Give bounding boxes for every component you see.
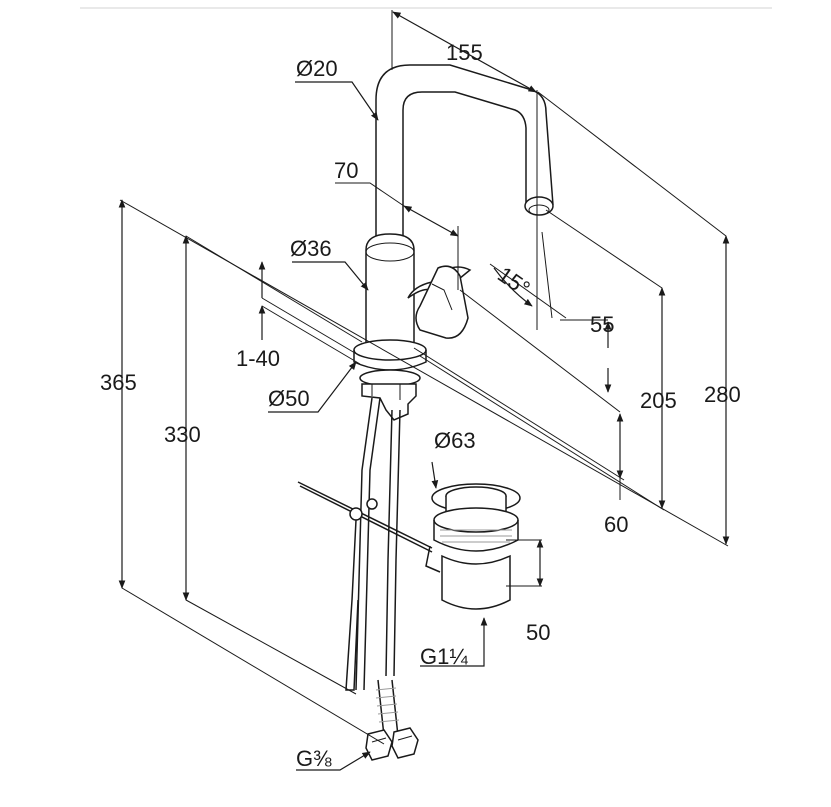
dim-50: 50 [526, 620, 550, 645]
supply-hoses [355, 397, 401, 737]
dimension-lines [118, 10, 730, 771]
dim-dia63: Ø63 [434, 428, 476, 453]
spout-inner-outline [402, 91, 527, 240]
popup-rod [297, 481, 433, 549]
dim-60: 60 [604, 512, 628, 537]
fixing-nut [361, 383, 417, 421]
dim-dia36: Ø36 [290, 236, 332, 261]
dim-155: 155 [446, 40, 483, 65]
dim-dia20: Ø20 [296, 56, 338, 81]
dim-1-40: 1-40 [236, 346, 280, 371]
base-ring [353, 339, 427, 361]
dim-365: 365 [100, 370, 137, 395]
dim-70: 70 [334, 158, 358, 183]
dim-dia50: Ø50 [268, 386, 310, 411]
popup-waste [425, 483, 521, 610]
dim-55: 55 [590, 312, 614, 337]
dim-g3-8: G⅜ [296, 746, 332, 771]
body-cylinder [365, 233, 415, 357]
dim-280: 280 [704, 382, 741, 407]
dim-g1-quarter: G1¼ [420, 644, 468, 669]
dim-205: 205 [640, 388, 677, 413]
dim-15deg: 15° [493, 262, 535, 302]
supply-connectors [365, 727, 419, 761]
dim-330: 330 [164, 422, 201, 447]
